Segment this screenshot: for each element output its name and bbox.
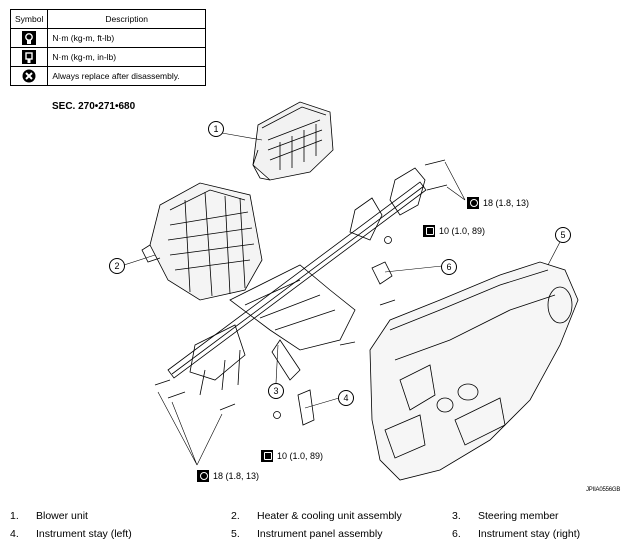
symbol-legend-table: Symbol Description N·m (kg-m, ft-lb) N·m…: [9, 9, 206, 86]
section-label: SEC. 270•271•680: [52, 101, 136, 112]
leader-lines: [123, 132, 562, 466]
torque-value: 18 (1.8, 13): [213, 471, 260, 481]
torque-value: 18 (1.8, 13): [483, 198, 530, 208]
torque-wrench-small-icon: [423, 225, 435, 237]
torque-spec-lower: 10 (1.0, 89): [261, 450, 323, 462]
part-number: 5.: [231, 528, 240, 540]
callout-5: 5: [555, 227, 571, 243]
part-name: Instrument stay (right): [478, 528, 581, 540]
part-item: 1. Blower unit: [10, 510, 88, 522]
exploded-view-drawing: [123, 101, 579, 481]
heater-cooling-unit-drawing: [141, 182, 263, 301]
legend-symbol-cell: [9, 28, 49, 48]
legend-symbol-cell: [9, 66, 49, 86]
legend-symbol-cell: [9, 47, 49, 67]
instrument-stay-right-drawing: [371, 261, 393, 285]
part-item: 6. Instrument stay (right): [452, 528, 580, 540]
part-name: Instrument stay (left): [36, 528, 132, 540]
parts-list: 1. Blower unit 2. Heater & cooling unit …: [10, 510, 630, 546]
blower-unit-drawing: [252, 101, 334, 181]
part-item: 4. Instrument stay (left): [10, 528, 132, 540]
part-item: 2. Heater & cooling unit assembly: [231, 510, 402, 522]
torque-value: 10 (1.0, 89): [277, 451, 324, 461]
instrument-panel-drawing: [369, 261, 579, 481]
torque-wrench-small-icon: [22, 50, 37, 64]
bolts: [154, 159, 448, 419]
part-name: Instrument panel assembly: [257, 528, 383, 540]
torque-wrench-small-icon: [261, 450, 273, 462]
part-number: 3.: [452, 510, 461, 522]
replace-icon: [22, 69, 36, 83]
callout-4: 4: [338, 390, 354, 406]
torque-spec-bottom: 18 (1.8, 13): [197, 470, 259, 482]
part-number: 4.: [10, 528, 19, 540]
part-number: 1.: [10, 510, 19, 522]
figure-id: JPIIA0556GB: [586, 487, 621, 493]
torque-wrench-icon: [22, 31, 37, 45]
callout-6: 6: [441, 259, 457, 275]
legend-row: Always replace after disassembly.: [9, 66, 206, 86]
legend-row: N·m (kg-m, in-lb): [9, 47, 206, 67]
part-name: Steering member: [478, 510, 559, 522]
torque-value: 10 (1.0, 89): [439, 226, 486, 236]
callout-3: 3: [268, 383, 284, 399]
callout-2: 2: [109, 258, 125, 274]
part-number: 2.: [231, 510, 240, 522]
callout-1: 1: [208, 121, 224, 137]
torque-spec-mid: 10 (1.0, 89): [423, 225, 485, 237]
steering-member-drawing: [167, 167, 427, 396]
part-item: 3. Steering member: [452, 510, 559, 522]
legend-description: Always replace after disassembly.: [47, 66, 206, 86]
parts-row: 4. Instrument stay (left) 5. Instrument …: [10, 528, 630, 546]
parts-row: 1. Blower unit 2. Heater & cooling unit …: [10, 510, 630, 528]
instrument-stay-left-drawing: [297, 389, 315, 426]
part-name: Heater & cooling unit assembly: [257, 510, 402, 522]
part-number: 6.: [452, 528, 461, 540]
torque-wrench-icon: [197, 470, 209, 482]
part-name: Blower unit: [36, 510, 88, 522]
part-item: 5. Instrument panel assembly: [231, 528, 382, 540]
torque-spec-top: 18 (1.8, 13): [467, 197, 529, 209]
torque-wrench-icon: [467, 197, 479, 209]
